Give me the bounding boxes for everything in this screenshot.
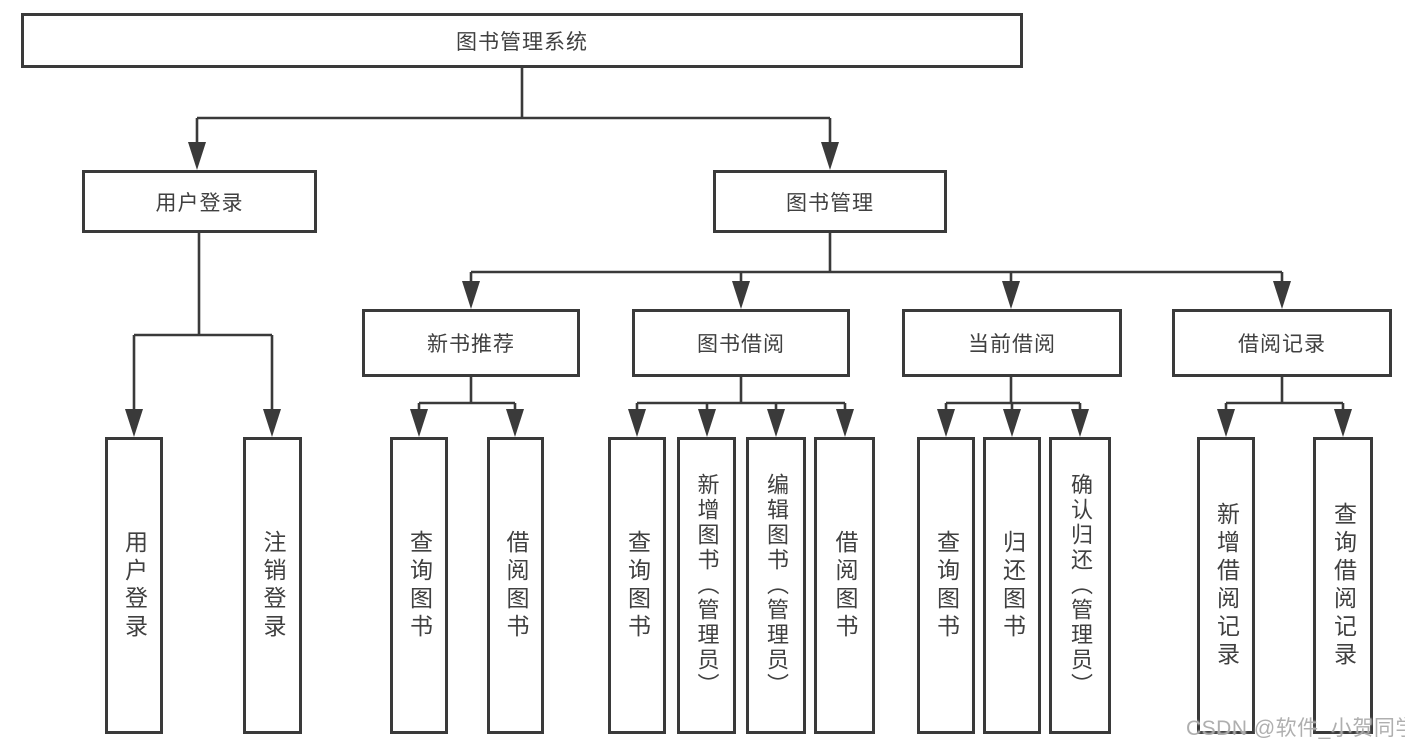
leaf-recommend-query-books-label: 查询图书 <box>406 529 433 642</box>
leaf-query-borrow-record-label: 查询借阅记录 <box>1330 501 1357 670</box>
leaf-recommend-query-books: 查询图书 <box>390 437 448 734</box>
node-new-book-recommendation-label: 新书推荐 <box>427 333 515 356</box>
leaf-add-book-admin: 新增图书（管理员） <box>677 437 736 734</box>
leaf-edit-book-admin: 编辑图书（管理员） <box>746 437 806 734</box>
watermark: CSDN @软件_小贺同学 <box>1186 717 1405 740</box>
leaf-query-borrow-record: 查询借阅记录 <box>1313 437 1373 734</box>
leaf-return-book: 归还图书 <box>983 437 1041 734</box>
node-book-management: 图书管理 <box>713 170 947 233</box>
leaf-recommend-borrow-books-label: 借阅图书 <box>503 529 529 642</box>
leaf-borrowing-borrow-books: 借阅图书 <box>814 437 875 734</box>
node-root: 图书管理系统 <box>21 13 1023 68</box>
leaf-confirm-return-admin-label: 确认归还（管理员） <box>1068 473 1093 698</box>
leaf-current-query-books: 查询图书 <box>917 437 975 734</box>
node-new-book-recommendation: 新书推荐 <box>362 309 580 377</box>
node-borrowing-records-label: 借阅记录 <box>1238 333 1326 356</box>
leaf-user-login: 用户登录 <box>105 437 163 734</box>
leaf-edit-book-admin-label: 编辑图书（管理员） <box>764 473 789 698</box>
leaf-add-book-admin-label: 新增图书（管理员） <box>694 473 720 698</box>
leaf-logout-label: 注销登录 <box>260 529 286 642</box>
leaf-current-query-books-label: 查询图书 <box>933 529 960 642</box>
leaf-add-borrow-record-label: 新增借阅记录 <box>1213 501 1240 670</box>
node-root-label: 图书管理系统 <box>456 30 588 54</box>
node-book-borrowing-label: 图书借阅 <box>697 333 785 356</box>
leaf-user-login-label: 用户登录 <box>121 529 148 642</box>
leaf-recommend-borrow-books: 借阅图书 <box>487 437 544 734</box>
node-current-borrowing: 当前借阅 <box>902 309 1122 377</box>
node-book-borrowing: 图书借阅 <box>632 309 850 377</box>
node-current-borrowing-label: 当前借阅 <box>968 333 1056 356</box>
leaf-borrowing-query-books-label: 查询图书 <box>624 529 651 642</box>
leaf-confirm-return-admin: 确认归还（管理员） <box>1049 437 1111 734</box>
leaf-return-book-label: 归还图书 <box>999 529 1026 642</box>
leaf-borrowing-query-books: 查询图书 <box>608 437 666 734</box>
node-user-login-label: 用户登录 <box>155 191 244 215</box>
node-borrowing-records: 借阅记录 <box>1172 309 1392 377</box>
leaf-borrowing-borrow-books-label: 借阅图书 <box>832 529 858 642</box>
leaf-add-borrow-record: 新增借阅记录 <box>1197 437 1255 734</box>
node-book-management-label: 图书管理 <box>786 191 874 215</box>
leaf-logout: 注销登录 <box>243 437 302 734</box>
node-user-login: 用户登录 <box>82 170 317 233</box>
